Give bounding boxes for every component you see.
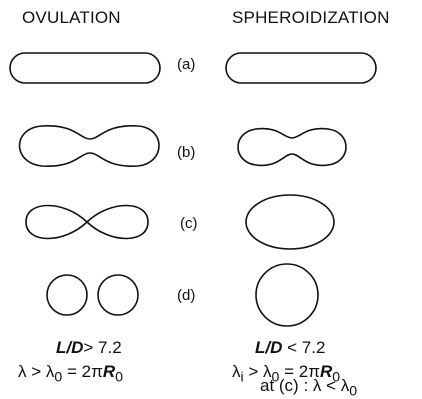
ratio-relation: < 7.2 bbox=[287, 338, 326, 357]
ratio-relation: > 7.2 bbox=[83, 338, 122, 357]
lambda-text: = 2π bbox=[62, 362, 103, 381]
ovulation-wavelength-condition: λ > λ0 = 2πR0 bbox=[18, 362, 123, 385]
ratio-variable: L/D bbox=[56, 338, 84, 357]
spheroidization-at-c-condition: at (c) : λ < λ0 bbox=[260, 377, 358, 399]
spheroidization-wavelength-condition: λi > λ0 = 2πR0 bbox=[232, 362, 340, 385]
spheroidization-heading: SPHEROIDIZATION bbox=[232, 8, 390, 27]
spheroidization-ratio-condition: L/D < 7.2 bbox=[255, 338, 325, 358]
ovulation-figure-eight-c bbox=[25, 204, 149, 240]
ovulation-heading: OVULATION bbox=[22, 8, 121, 27]
ovulation-necked-shape-b bbox=[18, 125, 160, 167]
step-label-a: (a) bbox=[177, 56, 196, 73]
spheroidization-sphere-d bbox=[255, 263, 319, 327]
spheroidization-necked-shape-b bbox=[237, 127, 347, 167]
subscript: i bbox=[240, 369, 244, 386]
subscript: 0 bbox=[115, 369, 123, 386]
spheroidization-cylinder-a bbox=[225, 52, 377, 84]
at-c-text: at (c) : λ < λ bbox=[260, 376, 350, 395]
ovulation-droplet-left-d bbox=[46, 274, 88, 316]
lambda-text: = 2π bbox=[279, 362, 320, 381]
ovulation-droplet-right-d bbox=[97, 274, 139, 316]
ovulation-cylinder-a bbox=[9, 52, 161, 84]
radius-variable: R bbox=[319, 362, 333, 381]
spheroidization-ellipse-c bbox=[245, 194, 335, 250]
radius-variable: R bbox=[102, 362, 116, 381]
lambda-text: λ bbox=[232, 362, 241, 381]
lambda-text: λ > λ bbox=[18, 362, 55, 381]
ovulation-ratio-condition: L/D> 7.2 bbox=[56, 338, 122, 358]
subscript: 0 bbox=[349, 383, 358, 399]
subscript: 0 bbox=[271, 369, 280, 386]
subscript: 0 bbox=[332, 369, 341, 386]
lambda-text: > λ bbox=[243, 362, 272, 381]
step-label-b: (b) bbox=[177, 144, 196, 161]
subscript: 0 bbox=[54, 369, 63, 386]
ratio-variable: L/D bbox=[255, 338, 283, 357]
step-label-c: (c) bbox=[180, 215, 198, 232]
step-label-d: (d) bbox=[177, 287, 196, 304]
